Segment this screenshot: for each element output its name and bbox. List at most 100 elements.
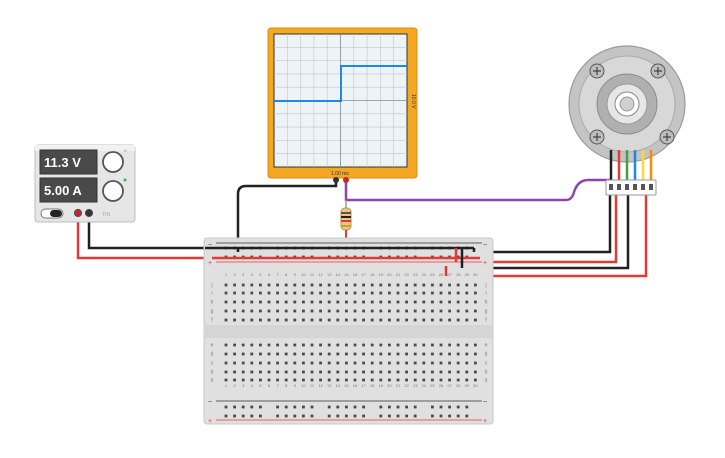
strip-hole[interactable] <box>405 343 408 347</box>
rail-hole[interactable] <box>362 405 365 409</box>
strip-hole[interactable] <box>422 283 426 287</box>
strip-hole[interactable] <box>353 343 357 347</box>
strip-hole[interactable] <box>310 370 314 374</box>
strip-hole[interactable] <box>302 283 305 287</box>
strip-hole[interactable] <box>370 309 374 313</box>
strip-hole[interactable] <box>405 309 408 313</box>
wire-psu-positive[interactable] <box>76 213 212 260</box>
rail-hole[interactable] <box>379 414 383 418</box>
strip-hole[interactable] <box>439 283 443 287</box>
strip-hole[interactable] <box>370 352 374 356</box>
strip-hole[interactable] <box>379 318 383 322</box>
strip-hole[interactable] <box>396 291 400 295</box>
strip-hole[interactable] <box>336 343 340 347</box>
strip-hole[interactable] <box>353 291 357 295</box>
strip-hole[interactable] <box>336 318 340 322</box>
strip-hole[interactable] <box>250 378 254 382</box>
strip-hole[interactable] <box>405 291 408 295</box>
strip-hole[interactable] <box>388 309 391 313</box>
strip-hole[interactable] <box>431 370 434 374</box>
strip-hole[interactable] <box>465 291 469 295</box>
strip-hole[interactable] <box>310 291 314 295</box>
rail-hole[interactable] <box>250 405 254 409</box>
rail-hole[interactable] <box>431 414 434 418</box>
rail-hole[interactable] <box>241 405 245 409</box>
strip-hole[interactable] <box>396 300 400 304</box>
strip-hole[interactable] <box>456 309 460 313</box>
rail-hole[interactable] <box>327 405 331 409</box>
rail-hole[interactable] <box>465 414 469 418</box>
strip-hole[interactable] <box>319 343 322 347</box>
strip-hole[interactable] <box>465 361 469 365</box>
strip-hole[interactable] <box>259 318 262 322</box>
rail-hole[interactable] <box>456 405 460 409</box>
strip-hole[interactable] <box>276 370 279 374</box>
power-supply[interactable]: 11.3 V 5.00 A V A TIN <box>34 144 136 223</box>
rail-hole[interactable] <box>379 405 383 409</box>
strip-hole[interactable] <box>422 300 426 304</box>
strip-hole[interactable] <box>302 361 305 365</box>
strip-hole[interactable] <box>456 378 460 382</box>
voltage-knob[interactable] <box>102 151 124 173</box>
rail-hole[interactable] <box>259 405 262 409</box>
strip-hole[interactable] <box>224 370 228 374</box>
strip-hole[interactable] <box>379 352 383 356</box>
strip-hole[interactable] <box>284 300 288 304</box>
strip-hole[interactable] <box>327 343 331 347</box>
strip-hole[interactable] <box>310 352 314 356</box>
strip-hole[interactable] <box>345 352 348 356</box>
rail-hole[interactable] <box>388 405 391 409</box>
strip-hole[interactable] <box>405 283 408 287</box>
strip-hole[interactable] <box>431 352 434 356</box>
strip-hole[interactable] <box>465 318 469 322</box>
rail-hole[interactable] <box>362 414 365 418</box>
strip-hole[interactable] <box>233 378 236 382</box>
strip-hole[interactable] <box>336 291 340 295</box>
strip-hole[interactable] <box>405 361 408 365</box>
strip-hole[interactable] <box>319 300 322 304</box>
strip-hole[interactable] <box>319 291 322 295</box>
strip-hole[interactable] <box>439 343 443 347</box>
strip-hole[interactable] <box>422 343 426 347</box>
strip-hole[interactable] <box>413 283 417 287</box>
rail-hole[interactable] <box>233 414 236 418</box>
rail-hole[interactable] <box>233 405 236 409</box>
strip-hole[interactable] <box>224 318 228 322</box>
strip-hole[interactable] <box>336 283 340 287</box>
strip-hole[interactable] <box>353 318 357 322</box>
strip-hole[interactable] <box>388 300 391 304</box>
rail-hole[interactable] <box>405 405 408 409</box>
negative-terminal[interactable] <box>84 208 94 218</box>
strip-hole[interactable] <box>224 343 228 347</box>
strip-hole[interactable] <box>456 361 460 365</box>
strip-hole[interactable] <box>474 283 477 287</box>
strip-hole[interactable] <box>405 352 408 356</box>
strip-hole[interactable] <box>233 352 236 356</box>
strip-hole[interactable] <box>233 361 236 365</box>
rail-hole[interactable] <box>310 414 314 418</box>
rail-hole[interactable] <box>284 414 288 418</box>
strip-hole[interactable] <box>353 361 357 365</box>
strip-hole[interactable] <box>250 283 254 287</box>
strip-hole[interactable] <box>241 300 245 304</box>
rail-hole[interactable] <box>448 414 451 418</box>
strip-hole[interactable] <box>413 361 417 365</box>
strip-hole[interactable] <box>293 309 297 313</box>
strip-hole[interactable] <box>413 370 417 374</box>
strip-hole[interactable] <box>448 343 451 347</box>
strip-hole[interactable] <box>456 318 460 322</box>
dc-motor[interactable] <box>568 45 686 196</box>
strip-hole[interactable] <box>413 378 417 382</box>
strip-hole[interactable] <box>431 343 434 347</box>
strip-hole[interactable] <box>224 361 228 365</box>
strip-hole[interactable] <box>379 309 383 313</box>
strip-hole[interactable] <box>310 378 314 382</box>
strip-hole[interactable] <box>259 300 262 304</box>
strip-hole[interactable] <box>448 352 451 356</box>
strip-hole[interactable] <box>250 291 254 295</box>
rail-hole[interactable] <box>224 405 228 409</box>
strip-hole[interactable] <box>327 352 331 356</box>
rail-hole[interactable] <box>456 414 460 418</box>
strip-hole[interactable] <box>345 309 348 313</box>
